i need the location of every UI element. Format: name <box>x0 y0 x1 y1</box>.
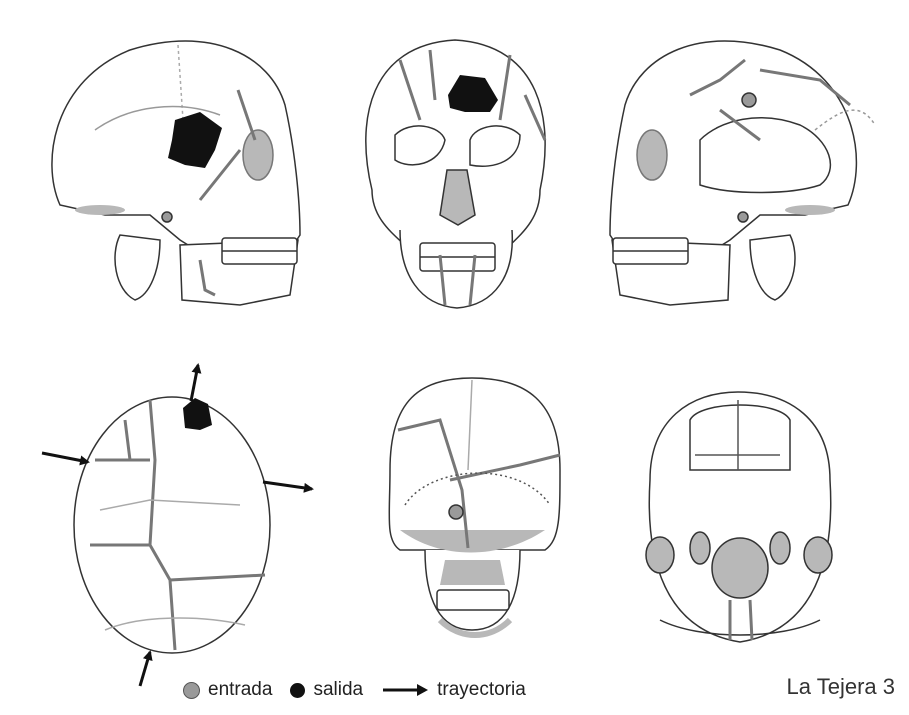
skull-posterior-view <box>389 378 560 635</box>
skull-left-lateral-view <box>52 41 300 305</box>
legend-entry-label: entrada <box>208 679 272 701</box>
entry-dot-icon <box>183 682 200 699</box>
skull-basal-view <box>646 392 832 642</box>
exit-dot-icon <box>290 683 305 698</box>
entry-wound-posterior <box>449 505 463 519</box>
legend-entry-item: entrada <box>183 679 272 701</box>
site-label: La Tejera 3 <box>787 674 895 700</box>
legend-trajectory-label: trayectoria <box>437 679 526 701</box>
legend-exit-label: salida <box>313 679 363 701</box>
entry-wound-right-lateral <box>742 93 756 107</box>
skull-superior-view <box>74 397 270 653</box>
skull-anterior-view <box>366 40 545 308</box>
skull-right-lateral-view <box>610 41 875 305</box>
legend: entrada salida trayectoria <box>183 676 536 704</box>
legend-exit-item: salida <box>290 679 363 701</box>
legend-trajectory-item: trayectoria <box>381 679 526 701</box>
arrow-right-icon <box>381 683 429 697</box>
